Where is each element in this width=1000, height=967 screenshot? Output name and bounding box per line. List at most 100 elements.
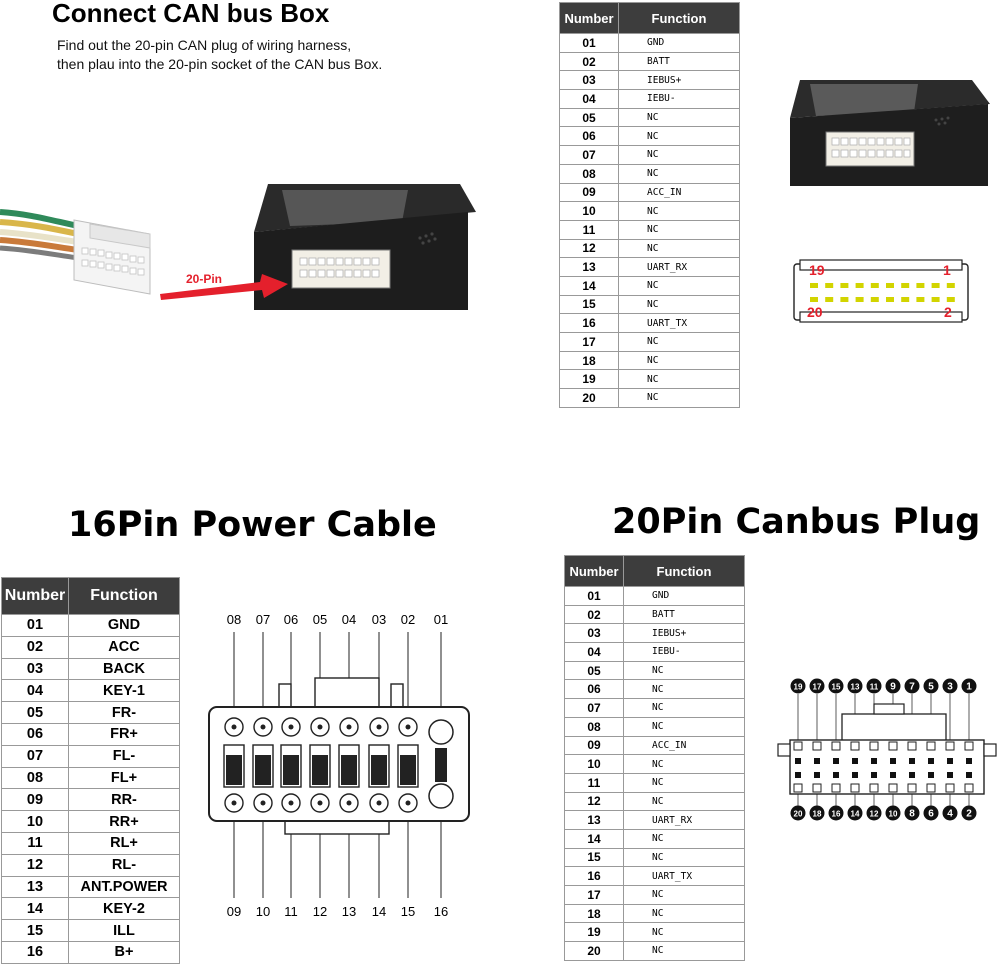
pin-number-cell: 08	[1, 766, 69, 790]
power-pin-label-top: 06	[284, 612, 298, 627]
socket-pin	[916, 283, 925, 288]
socket-pin	[810, 297, 818, 302]
power-pin-top-dot	[260, 724, 266, 730]
can-pin-label-bottom: 6	[928, 809, 934, 820]
table-header-row: Number Function	[1, 577, 180, 615]
pin-function-cell: ANT.POWER	[68, 875, 180, 899]
can-pin-badge-top	[790, 678, 806, 694]
can-pin-badge-top	[828, 678, 844, 694]
socket-pin	[825, 283, 834, 288]
can-pin-top-slot	[945, 741, 955, 751]
pin-number-cell: 20	[564, 941, 624, 961]
pin-function-cell: FL+	[68, 766, 180, 790]
power-pin-top-dot	[231, 724, 237, 730]
pin-number-cell: 04	[1, 679, 69, 703]
can-pin-label-bottom: 10	[889, 810, 898, 819]
header-function: Function	[68, 577, 180, 615]
pin-function-cell: ACC	[68, 635, 180, 659]
pin-function-cell: RR+	[68, 810, 180, 833]
can-pin-top-slot	[793, 741, 803, 751]
power-pin-label-bottom: 11	[284, 904, 298, 919]
pin-function-cell: NC	[618, 275, 740, 296]
pin-number-cell: 02	[564, 604, 624, 625]
header-function: Function	[618, 2, 740, 34]
connect-description: Find out the 20-pin CAN plug of wiring h…	[57, 36, 382, 74]
can-pin-badge-top	[942, 678, 958, 694]
power-pin-top-dot	[346, 724, 352, 730]
pin-number-cell: 16	[564, 866, 624, 886]
pin-number-cell: 18	[564, 903, 624, 924]
pin-number-cell: 03	[559, 70, 619, 91]
socket-label-bottom-right: 2	[944, 304, 952, 320]
power-pin-bottom-dot	[288, 800, 294, 806]
socket-pin	[886, 283, 894, 288]
power-pin-label-bottom: 13	[342, 904, 356, 919]
pin-function-cell: GND	[68, 614, 180, 637]
socket-pin	[886, 297, 894, 302]
can-pin-bottom-slot	[888, 783, 898, 793]
can-pin-badge-top	[885, 678, 901, 694]
can-pin-bottom	[966, 772, 972, 778]
can-pin-label-top: 5	[928, 682, 934, 693]
canbus-plug-title: 20Pin Canbus Plug	[612, 502, 981, 542]
power-pin-top-dot	[376, 724, 382, 730]
can-pin-top-slot	[869, 741, 879, 751]
pin-number-cell: 19	[559, 369, 619, 390]
power-pin-top-dot	[288, 724, 294, 730]
pin-number-cell: 04	[559, 89, 619, 109]
pin-function-cell: FL-	[68, 744, 180, 768]
pin-number-cell: 17	[564, 885, 624, 905]
can-pin-label-top: 15	[832, 683, 841, 692]
pin-function-cell: ACC_IN	[623, 735, 745, 756]
can-pin-top-slot	[888, 741, 898, 751]
can-pin-top	[814, 758, 820, 764]
can-pin-top	[928, 758, 934, 764]
power-pin-label-bottom: 16	[434, 904, 448, 919]
can-pin-bottom-slot	[831, 783, 841, 793]
power-pin-slot-fill	[255, 755, 271, 785]
pin-number-cell: 14	[1, 897, 69, 921]
can-pin-badge-bottom	[904, 805, 920, 821]
can-pin-top	[852, 758, 858, 764]
can-pin-bottom-slot	[907, 783, 917, 793]
header-number: Number	[559, 2, 619, 34]
power-pin-bottom-dot	[260, 800, 266, 806]
table-header-row: Number Function	[559, 2, 740, 34]
pin-function-cell: NC	[618, 332, 740, 352]
power-pin-label-top: 07	[256, 612, 270, 627]
pin-function-cell: NC	[623, 791, 745, 812]
power-pin-slot-fill	[341, 755, 357, 785]
pin-function-cell: NC	[623, 754, 745, 774]
pin-number-cell: 05	[1, 701, 69, 724]
pin-number-cell: 09	[559, 182, 619, 203]
can-pin-badge-bottom	[866, 805, 882, 821]
socket-pin	[825, 297, 834, 302]
can-pin-bottom-slot	[850, 783, 860, 793]
socket-pin-diagram	[793, 259, 969, 323]
can-pin-badge-bottom	[828, 805, 844, 821]
can-pin-top-slot	[850, 741, 860, 751]
pin-function-cell: NC	[618, 238, 740, 259]
socket-label-bottom-left: 20	[807, 304, 823, 320]
